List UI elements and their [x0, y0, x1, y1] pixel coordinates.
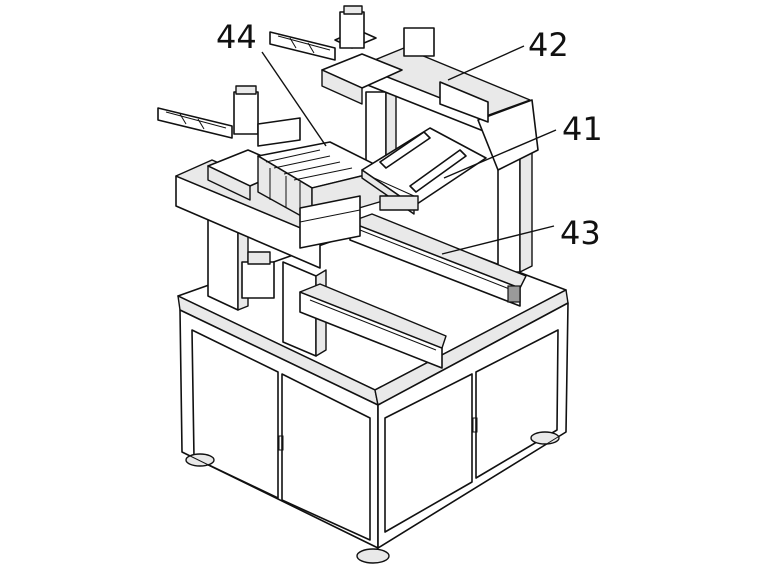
linear-module-lower [241, 251, 447, 369]
leader-42 [447, 45, 525, 81]
leader-lines [261, 45, 557, 255]
callouts: 44 42 41 43 [216, 18, 603, 252]
leader-41 [443, 129, 557, 179]
leader-44 [261, 51, 327, 147]
slide-plate-41 [361, 127, 487, 215]
callout-43: 43 [560, 214, 601, 252]
callout-42: 42 [528, 26, 569, 64]
leader-43 [441, 225, 555, 255]
callout-44: 44 [216, 18, 257, 56]
linear-module-43 [349, 213, 527, 307]
callout-41: 41 [562, 110, 603, 148]
